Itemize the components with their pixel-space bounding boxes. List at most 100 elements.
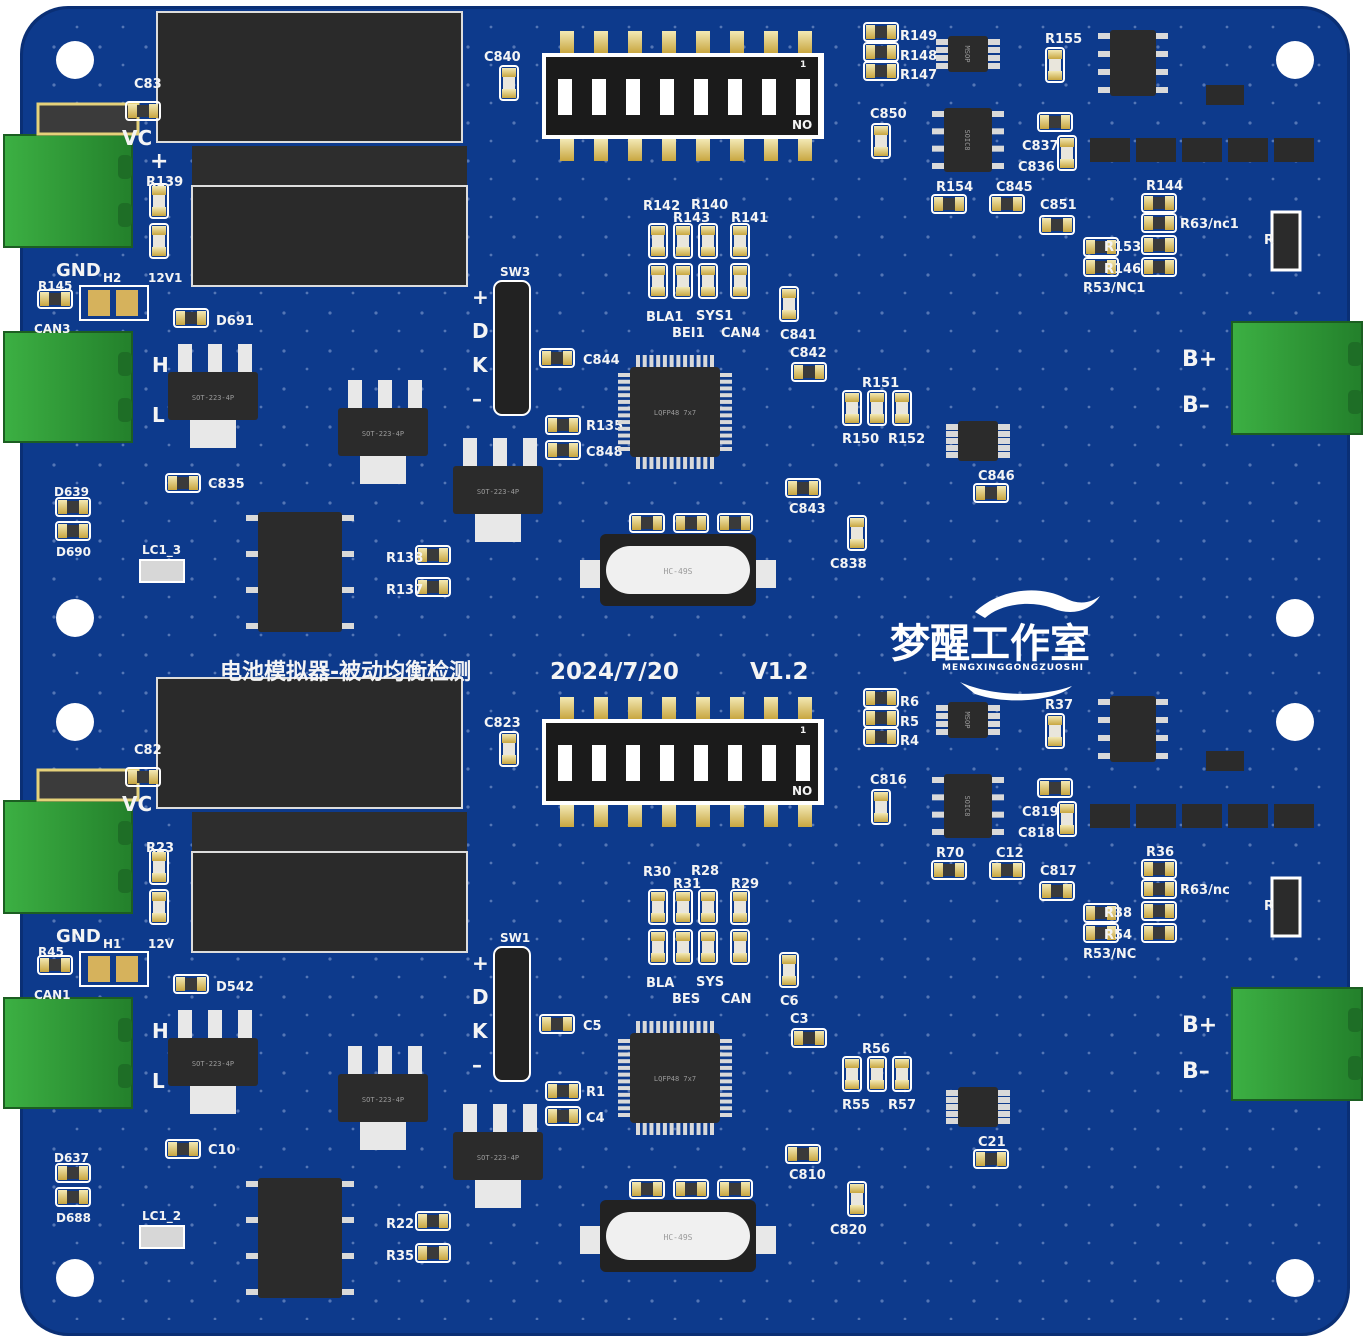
led-0-pad: [651, 953, 665, 962]
r-135-pad: [548, 418, 557, 432]
power-terminal-body: [3, 134, 133, 248]
battery-terminal-body: [1231, 987, 1363, 1101]
op-amp-pin: [988, 705, 1000, 711]
cap-c836-label: C836: [1018, 160, 1055, 175]
r-bank-0-outline: [1141, 859, 1177, 879]
mosfet-0: [1090, 804, 1130, 828]
led-2-pad: [701, 953, 715, 962]
jumper-pin: [116, 956, 138, 982]
r-bank-2-outline: [1141, 235, 1177, 255]
led-res-1-outline: [673, 889, 693, 925]
mcu-pin: [649, 355, 654, 367]
mcu-pin: [642, 1123, 647, 1135]
mcu-pin: [720, 440, 732, 445]
r-bank-0-pad: [1165, 196, 1174, 210]
cap-c846-pad: [976, 1152, 985, 1166]
led-res-0-body: [652, 901, 664, 913]
r155-outline: [1045, 47, 1065, 83]
cap-c848-pad: [569, 1109, 578, 1123]
r-bank-3-outline: [1141, 923, 1177, 943]
ldo-a-lead: [178, 344, 192, 372]
ldo-a-lead: [178, 1010, 192, 1038]
can-label: CAN3: [34, 322, 71, 336]
power-module-a: [156, 677, 463, 809]
led-res-2-pad: [701, 226, 715, 235]
power-module-c: [191, 851, 468, 953]
diode-a-pad: [79, 1166, 88, 1180]
mcu-pin: [720, 1099, 732, 1104]
mcu-pin: [720, 406, 732, 411]
soic-ic-pin: [992, 811, 1004, 818]
cap-c843-pad: [788, 1147, 797, 1161]
mcu-pin: [720, 393, 732, 398]
op-amp-pin: [988, 721, 1000, 727]
r-138-body: [427, 549, 439, 561]
dip-switch-pin: [798, 139, 812, 161]
xtal-cap-b-outline: [673, 1179, 709, 1199]
r-top-2-pad: [866, 64, 875, 78]
r-bank-3-pad: [1144, 926, 1153, 940]
driver-ic-pin: [1098, 717, 1110, 723]
r155-outline: [1045, 713, 1065, 749]
r-div-2-pad: [895, 414, 909, 423]
driver-ic-pin: [1098, 69, 1110, 75]
cap-c841-pad: [782, 289, 796, 298]
diode-a-pad: [58, 500, 67, 514]
mcu-pin: [683, 457, 688, 469]
cap-c843-pad: [809, 481, 818, 495]
cap-c844-label: C844: [583, 353, 620, 368]
r154-pad: [934, 197, 943, 211]
cap-c850-body: [875, 801, 887, 813]
dip-switch-no-label: NO: [792, 784, 812, 798]
led-res-1-pad: [676, 913, 690, 922]
led-res-0-pad: [651, 247, 665, 256]
mcu-pin: [618, 440, 630, 445]
dip-switch-pin: [628, 805, 642, 827]
jumper-pin: [88, 956, 110, 982]
cap-c841-outline: [779, 952, 799, 988]
cap-c836-label: C818: [1018, 826, 1055, 841]
dip-switch-toggle: [558, 79, 572, 115]
cap-c848-label: C4: [586, 1111, 605, 1126]
dip-switch-toggle: [728, 79, 742, 115]
op-amp-body: [948, 36, 988, 72]
soic-ic-pin: [932, 128, 944, 135]
cap-c848-pad: [548, 443, 557, 457]
r-top-1-body: [875, 46, 887, 58]
cap-c837a-outline: [1037, 112, 1073, 132]
diode-a-outline: [55, 1163, 91, 1183]
cap-c843-label: C843: [789, 502, 826, 517]
ldo-c-marking: SOT-223-4P: [477, 488, 519, 496]
diode-a-label: D637: [54, 1151, 89, 1165]
ldo-c-lead: [493, 1104, 507, 1132]
led-2-outline: [698, 929, 718, 965]
led-12v-body: [153, 235, 165, 247]
mcu-pin: [618, 373, 630, 377]
driver-ic-pin: [1156, 33, 1168, 39]
board-date: 2024/7/20: [550, 659, 679, 685]
r-135-body: [557, 419, 569, 431]
cap-c842-pad: [815, 1031, 824, 1045]
driver-ic-pin: [1156, 87, 1168, 93]
r147-label: R147: [900, 68, 937, 83]
r155-pad: [1048, 71, 1062, 80]
led-res-0-pad: [651, 913, 665, 922]
r-bank-1-body: [1153, 883, 1165, 895]
r-bank-1-pad: [1144, 882, 1153, 896]
driver-ic-pin: [1098, 87, 1110, 93]
r-div-0-body: [846, 1068, 858, 1080]
r142-label: R30: [643, 865, 671, 880]
crystal-can: [606, 546, 750, 594]
cap-c842-label: C842: [790, 346, 827, 361]
led-res-3-pad: [733, 226, 747, 235]
l-label: L: [152, 1069, 165, 1093]
cap-c841-label: C6: [780, 994, 799, 1009]
sense-ic-pin: [998, 431, 1010, 437]
r-div-1-pad: [870, 393, 884, 402]
driver-ic-body: [1110, 30, 1156, 96]
mcu-pin: [720, 1086, 732, 1091]
cloud-icon: [960, 682, 1072, 701]
op-amp-pin: [936, 713, 948, 719]
mcu-pin: [656, 1021, 661, 1033]
